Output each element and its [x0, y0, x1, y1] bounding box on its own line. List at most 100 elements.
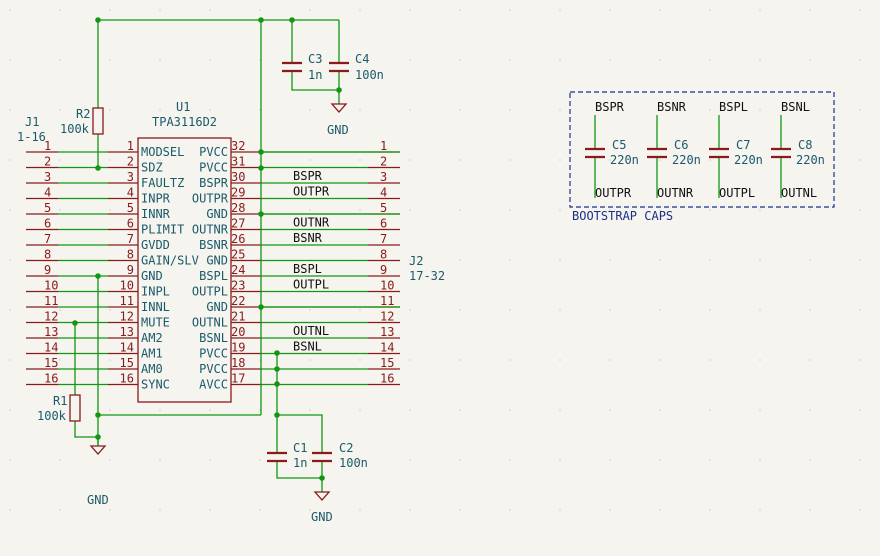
u1-pin-number: 31 [231, 155, 245, 169]
c1-c2-wires [276, 353, 323, 492]
j2-pin-number: 13 [380, 325, 394, 339]
grid-dot [559, 509, 561, 511]
grid-dot [509, 9, 511, 11]
u1-right-pins: 32PVCC31PVCC30BSPR29OUTPR28GND27OUTNR26B… [192, 139, 261, 392]
u1-pin-name: BSNL [199, 331, 228, 345]
grid-dot [559, 209, 561, 211]
u1-pin-number: 6 [127, 217, 134, 231]
boot-cap-value: 220n [672, 153, 701, 167]
grid-dot [609, 459, 611, 461]
j1-pin-number: 8 [44, 248, 51, 262]
grid-dot [709, 159, 711, 161]
net-label: OUTNR [293, 216, 330, 230]
grid-dot [559, 309, 561, 311]
grid-dot [159, 259, 161, 261]
grid-dot [409, 9, 411, 11]
u1-pin-number: 10 [120, 279, 134, 293]
grid-dot [409, 109, 411, 111]
grid-dot [659, 509, 661, 511]
u1-pin-number: 28 [231, 201, 245, 215]
junction [95, 17, 101, 23]
grid-dot [759, 59, 761, 61]
boot-cap-value: 220n [734, 153, 763, 167]
grid-dot [509, 159, 511, 161]
u1-body[interactable] [137, 137, 232, 403]
grid-dot [709, 109, 711, 111]
grid-dot [209, 459, 211, 461]
grid-dot [759, 509, 761, 511]
bootstrap-box [569, 91, 835, 208]
j1-pin-number: 5 [44, 201, 51, 215]
grid-dot [59, 459, 61, 461]
grid-dot [459, 9, 461, 11]
grid-dot [559, 259, 561, 261]
u1-pin-number: 23 [231, 279, 245, 293]
grid-dot [409, 309, 411, 311]
grid-dot [159, 359, 161, 361]
j1-pin-number: 16 [44, 372, 58, 386]
grid-dot [9, 509, 11, 511]
boot-cap-top-net: BSPL [719, 100, 748, 114]
u1-pin-name: PVCC [199, 347, 228, 361]
j1-pin-number: 15 [44, 356, 58, 370]
grid-dot [759, 159, 761, 161]
grid-dot [309, 359, 311, 361]
j2-pin-number: 3 [380, 170, 387, 184]
c1-ref: C1 [293, 441, 307, 455]
j1-pin-number: 2 [44, 155, 51, 169]
u1-pin-name: OUTPR [192, 192, 229, 206]
u1-pin-name: AM0 [141, 362, 163, 376]
u1-pin-number: 27 [231, 217, 245, 231]
grid-dot [9, 259, 11, 261]
junction [258, 165, 264, 171]
j2-ref: J2 [409, 254, 423, 268]
junction [274, 381, 280, 387]
boot-cap-top-net: BSPR [595, 100, 625, 114]
grid-dot [9, 59, 11, 61]
j2-pin-number: 7 [380, 232, 387, 246]
j2-pin-number: 6 [380, 217, 387, 231]
j1-pin-number: 7 [44, 232, 51, 246]
u1-pin-name: OUTPL [192, 285, 228, 299]
u1-pin-name: INNR [141, 207, 171, 221]
grid-dot [609, 359, 611, 361]
grid-dot [659, 209, 661, 211]
grid-dot [59, 409, 61, 411]
net-label: BSPR [293, 169, 323, 183]
grid-dot [409, 509, 411, 511]
u1-pin-number: 8 [127, 248, 134, 262]
junction [319, 475, 325, 481]
boot-cap-value: 220n [610, 153, 639, 167]
r2-resistor[interactable] [92, 107, 104, 135]
grid-dot [509, 359, 511, 361]
boot-cap-bottom-net: OUTNL [781, 186, 817, 200]
junction [258, 304, 264, 310]
gnd-label-left: GND [87, 493, 109, 507]
c4-value: 100n [355, 68, 384, 82]
grid-dot [359, 9, 361, 11]
u1-pin-name: INNL [141, 300, 170, 314]
grid-dot [559, 159, 561, 161]
j1-pin-number: 3 [44, 170, 51, 184]
grid-dot [209, 409, 211, 411]
j2-pin-number: 15 [380, 356, 394, 370]
grid-dot [9, 209, 11, 211]
u1-pin-name: GND [141, 269, 163, 283]
grid-dot [509, 409, 511, 411]
grid-dot [409, 459, 411, 461]
grid-dot [559, 359, 561, 361]
net-label: OUTPL [293, 278, 329, 292]
grid-dot [409, 409, 411, 411]
grid-dot [509, 209, 511, 211]
grid-dot [659, 409, 661, 411]
grid-dot [409, 59, 411, 61]
u1-pin-number: 7 [127, 232, 134, 246]
r1-resistor[interactable] [69, 394, 81, 422]
grid-dot [509, 509, 511, 511]
grid-dot [309, 459, 311, 461]
u1-pin-number: 11 [120, 294, 134, 308]
net-label: BSNR [293, 231, 323, 245]
